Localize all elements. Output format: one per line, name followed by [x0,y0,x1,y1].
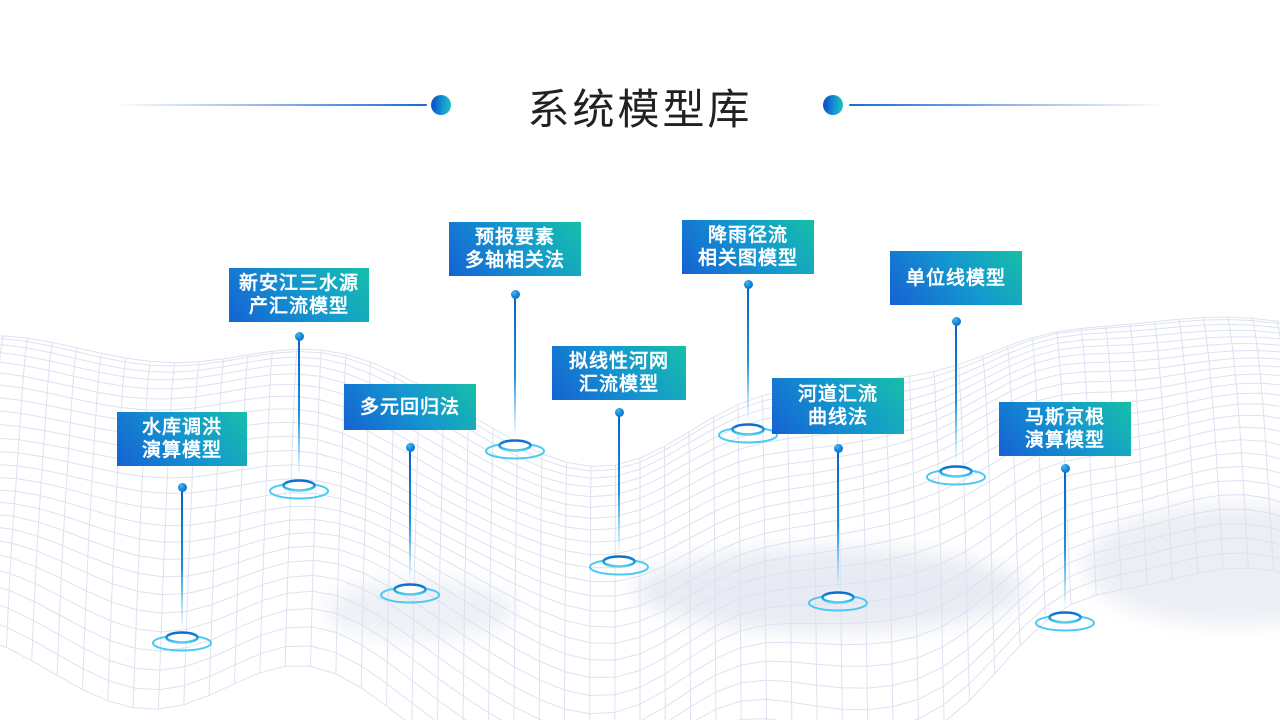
model-label: 马斯京根演算模型 [999,402,1131,456]
pin-dot-icon [743,279,753,289]
page-title: 系统模型库 [527,86,753,133]
pin-dot-icon [405,442,415,452]
ripple-icon [152,631,212,652]
model-label-line: 多元回归法 [359,396,460,418]
pin-line [298,339,300,476]
model-label-line: 预报要素 [474,227,555,248]
pin-dot-icon [1060,463,1070,473]
model-label-line: 汇流模型 [578,374,659,395]
model-label-line: 相关图模型 [697,248,798,269]
ripple-icon [808,591,868,612]
ripple-icon [1035,611,1095,632]
pin-line [514,297,516,436]
model-label-line: 单位线模型 [905,267,1006,289]
model-label-line: 多轴相关法 [464,250,565,271]
pin-dot-icon [951,316,961,326]
pin-line [409,450,411,580]
model-label-line: 新安江三水源 [238,273,359,294]
title-divider-left [115,104,427,106]
pin-dot-icon [833,443,843,453]
pin-line [747,287,749,420]
title-divider-right [849,104,1165,106]
pin-dot-icon [510,289,520,299]
model-label-line: 降雨径流 [707,225,788,246]
pin-dot-icon [177,482,187,492]
ripple-icon [485,439,545,460]
pin-line [618,415,620,552]
title-accent-dot-right-icon [817,89,849,121]
model-label-line: 曲线法 [807,407,868,428]
model-label: 拟线性河网汇流模型 [552,346,686,400]
model-label-line: 河道汇流 [797,384,878,405]
pin-dot-icon [294,331,304,341]
ripple-icon [589,555,649,576]
pin-line [837,451,839,588]
pin-dot-icon [614,407,624,417]
model-label: 水库调洪演算模型 [117,412,247,466]
model-label: 多元回归法 [344,384,476,430]
pin-line [955,324,957,462]
model-label-line: 演算模型 [1024,430,1105,451]
model-label: 河道汇流曲线法 [772,378,904,434]
model-label: 单位线模型 [890,251,1022,305]
model-label-line: 马斯京根 [1024,407,1105,428]
pin-line [181,490,183,628]
ripple-icon [380,583,440,604]
model-label-line: 水库调洪 [141,417,222,438]
model-label-line: 演算模型 [141,440,222,461]
model-label: 降雨径流相关图模型 [682,220,814,274]
title-row: 系统模型库 [0,0,1280,150]
ripple-icon [718,423,778,444]
model-label: 新安江三水源产汇流模型 [229,268,369,322]
model-label-line: 拟线性河网 [568,351,669,372]
model-label: 预报要素多轴相关法 [449,222,581,276]
model-label-line: 产汇流模型 [248,296,349,317]
ripple-icon [926,465,986,486]
pin-line [1064,471,1066,608]
ripple-icon [269,479,329,500]
